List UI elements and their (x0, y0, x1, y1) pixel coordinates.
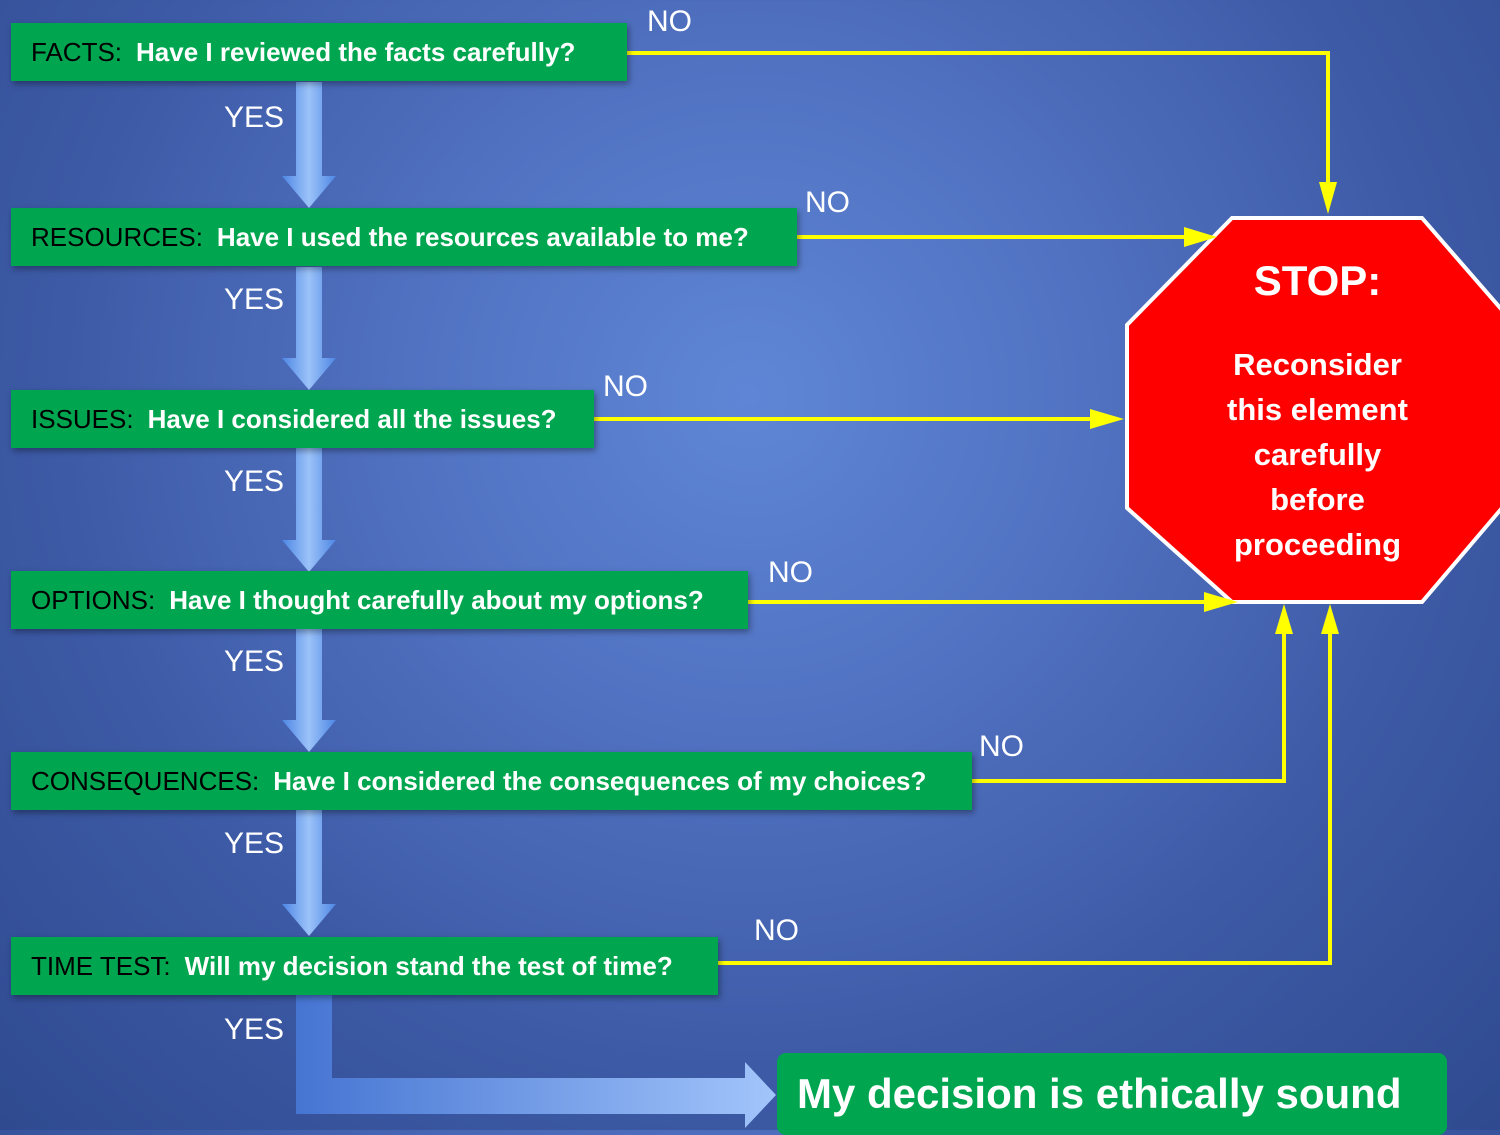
step-category: FACTS: (31, 36, 123, 67)
step-time-test: TIME TEST: Will my decision stand the te… (11, 937, 718, 995)
step-facts: FACTS: Have I reviewed the facts careful… (11, 23, 627, 81)
step-question: Have I thought carefully about my option… (169, 584, 704, 615)
stop-message: Reconsider this element carefully before… (1227, 347, 1408, 562)
no-label-time-test: NO (754, 914, 799, 947)
yes-label-resources: YES (224, 283, 285, 316)
step-consequences: CONSEQUENCES: Have I considered the cons… (11, 752, 972, 810)
step-options: OPTIONS: Have I thought carefully about … (11, 571, 748, 629)
yes-label-time-test: YES (224, 1013, 285, 1046)
no-label-resources: NO (805, 186, 850, 219)
yes-arrow-5 (282, 810, 336, 936)
no-label-facts: NO (647, 5, 692, 38)
no-arrowhead-options (1204, 592, 1238, 612)
step-resources: RESOURCES: Have I used the resources ava… (11, 208, 797, 266)
step-question: Have I considered all the issues? (147, 403, 557, 434)
yes-label-facts: YES (224, 101, 285, 134)
yes-label-options: YES (224, 645, 285, 678)
step-issues: ISSUES: Have I considered all the issues… (11, 390, 594, 448)
stop-title: STOP: (1253, 257, 1382, 304)
step-category: TIME TEST: (31, 950, 171, 981)
no-arrowhead-issues (1090, 409, 1124, 429)
no-line-time-test (718, 628, 1332, 965)
result-box: My decision is ethically sound (777, 1053, 1447, 1135)
yes-label-consequences: YES (224, 827, 285, 860)
yes-arrow-4 (282, 628, 336, 752)
yes-arrow-final (296, 995, 776, 1128)
no-arrowhead-facts (1319, 182, 1337, 214)
result-text: My decision is ethically sound (797, 1070, 1402, 1117)
stop-sign (1125, 216, 1500, 604)
step-category: RESOURCES: (31, 221, 203, 252)
no-line-facts (627, 51, 1330, 192)
step-question: Have I considered the consequences of my… (273, 765, 927, 796)
step-question: Have I reviewed the facts carefully? (136, 36, 576, 67)
yes-arrows (282, 82, 776, 1128)
no-connectors (594, 51, 1332, 965)
yes-arrow-3 (282, 448, 336, 572)
stop-sign-text: STOP: Reconsider this element carefully … (1145, 260, 1490, 567)
step-question: Have I used the resources available to m… (216, 221, 749, 252)
no-line-consequences (972, 628, 1286, 783)
no-arrowheads (1090, 182, 1339, 634)
step-category: OPTIONS: (31, 584, 156, 615)
step-category: CONSEQUENCES: (31, 765, 260, 796)
yes-label-issues: YES (224, 465, 285, 498)
step-category: ISSUES: (31, 403, 134, 434)
yes-arrow-2 (282, 267, 336, 390)
no-arrowhead-resources (1184, 227, 1217, 247)
no-label-consequences: NO (979, 730, 1024, 763)
yes-arrow-1 (282, 82, 336, 208)
no-label-options: NO (768, 556, 813, 589)
no-label-issues: NO (603, 370, 648, 403)
no-arrowhead-consequences (1275, 604, 1293, 634)
step-question: Will my decision stand the test of time? (184, 950, 673, 981)
no-arrowhead-time-test (1321, 604, 1339, 634)
